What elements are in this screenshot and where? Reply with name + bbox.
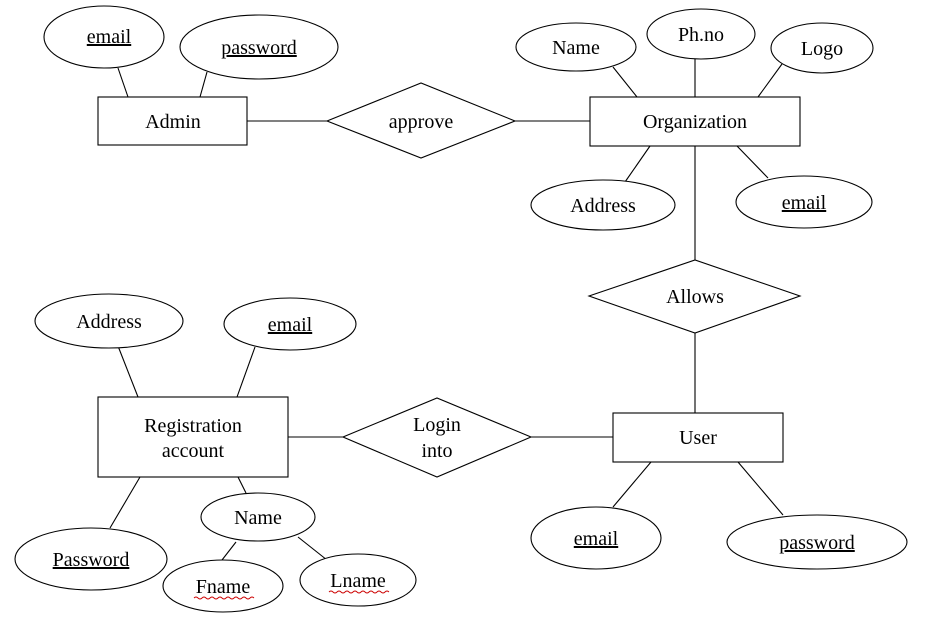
attribute-org-phno: Ph.no	[646, 8, 756, 60]
attribute-reg-email: email	[223, 297, 357, 351]
attribute-reg-name: Name	[200, 492, 316, 542]
attribute-user-password: password	[726, 514, 908, 570]
attribute-org-email: email	[735, 175, 873, 229]
attribute-admin-password-label: password	[221, 37, 297, 59]
relationship-allows: Allows	[587, 259, 802, 334]
entity-user-label: User	[679, 427, 717, 449]
attribute-org-email-label: email	[782, 192, 827, 214]
attribute-reg-email-label: email	[268, 314, 313, 336]
attribute-user-email-label: email	[574, 528, 619, 550]
attribute-reg-address: Address	[34, 293, 184, 349]
entity-organization-label: Organization	[643, 111, 747, 133]
entity-admin-label: Admin	[145, 111, 201, 133]
entity-registration-account: Registration account	[97, 396, 289, 478]
attribute-reg-fname: Fname	[162, 559, 284, 613]
entity-registration-account-label-line2: account	[162, 440, 225, 462]
attribute-org-name: Name	[515, 22, 637, 72]
entity-registration-account-label-line1: Registration	[144, 415, 242, 437]
attribute-org-address: Address	[530, 179, 676, 231]
relationship-allows-label: Allows	[666, 286, 724, 308]
attribute-reg-address-label: Address	[76, 311, 142, 333]
relationship-login-into-label-line1: Login	[413, 414, 461, 436]
attribute-org-name-label: Name	[552, 37, 600, 59]
relationship-login-into: Login into	[341, 397, 533, 478]
attribute-user-password-label: password	[779, 532, 855, 554]
entity-admin: Admin	[97, 96, 248, 146]
attribute-admin-password: password	[179, 14, 339, 80]
attribute-org-address-label: Address	[570, 195, 636, 217]
attribute-reg-lname: Lname	[299, 553, 417, 607]
relationship-approve-label: approve	[389, 111, 454, 133]
attribute-user-email: email	[530, 506, 662, 570]
entity-organization: Organization	[589, 96, 801, 147]
connectors	[109, 58, 784, 561]
relationship-login-into-label-line2: into	[421, 440, 452, 462]
attribute-org-logo: Logo	[770, 22, 874, 74]
attribute-reg-name-label: Name	[234, 507, 282, 529]
attribute-reg-password: Password	[14, 527, 168, 591]
relationship-approve: approve	[325, 82, 517, 159]
attribute-reg-lname-label: Lname	[330, 570, 386, 592]
attribute-reg-password-label: Password	[53, 549, 130, 571]
attribute-reg-fname-label: Fname	[196, 576, 251, 598]
attribute-org-logo-label: Logo	[801, 38, 843, 60]
entity-user: User	[612, 412, 784, 463]
attribute-org-phno-label: Ph.no	[678, 24, 724, 46]
attribute-admin-email: email	[43, 5, 165, 69]
attribute-admin-email-label: email	[87, 26, 132, 48]
